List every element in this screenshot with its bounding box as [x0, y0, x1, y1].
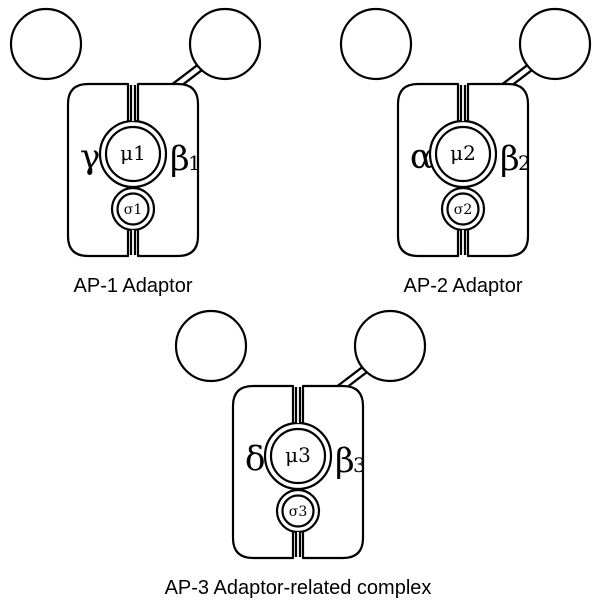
small-subunit-label: σ3: [289, 504, 307, 520]
large-subunit-right-index: 1: [188, 151, 201, 175]
medium-subunit-inner: [104, 125, 162, 183]
small-subunit-label: σ1: [124, 202, 142, 218]
top-cleft: [131, 85, 135, 121]
small-subunit-inner: [116, 192, 150, 226]
large-subunit-left-label: γ: [80, 137, 100, 177]
small-subunit-inner: [446, 192, 480, 226]
left-appendage-ear: [174, 309, 248, 383]
medium-subunit-inner: [269, 427, 327, 485]
right-appendage-ear: [353, 309, 427, 383]
large-subunit-right-label: β: [500, 139, 520, 179]
large-subunit-right-label: β: [170, 139, 190, 179]
medium-subunit-inner: [434, 125, 492, 183]
large-subunit-right-label: β: [335, 441, 355, 481]
large-subunit-right-index: 2: [518, 151, 531, 175]
bottom-cleft: [131, 230, 135, 255]
large-subunit-right-index: 3: [353, 453, 366, 477]
complex-caption: AP-1 Adaptor: [74, 275, 193, 297]
bottom-cleft: [461, 230, 465, 255]
large-subunit-left-label: α: [410, 137, 433, 177]
medium-subunit-label: μ1: [120, 141, 146, 165]
complex-caption: AP-3 Adaptor-related complex: [165, 577, 432, 599]
right-appendage-ear: [518, 7, 592, 81]
small-subunit-label: σ2: [454, 202, 472, 218]
top-cleft: [461, 85, 465, 121]
small-subunit-inner: [281, 494, 315, 528]
medium-subunit-label: μ2: [450, 141, 476, 165]
medium-subunit-label: μ3: [285, 443, 311, 467]
left-appendage-ear: [339, 7, 413, 81]
complex-caption: AP-2 Adaptor: [404, 275, 523, 297]
bottom-cleft: [296, 532, 300, 557]
large-subunit-left-label: δ: [245, 439, 265, 479]
top-cleft: [296, 387, 300, 423]
right-appendage-ear: [188, 7, 262, 81]
left-appendage-ear: [9, 7, 83, 81]
